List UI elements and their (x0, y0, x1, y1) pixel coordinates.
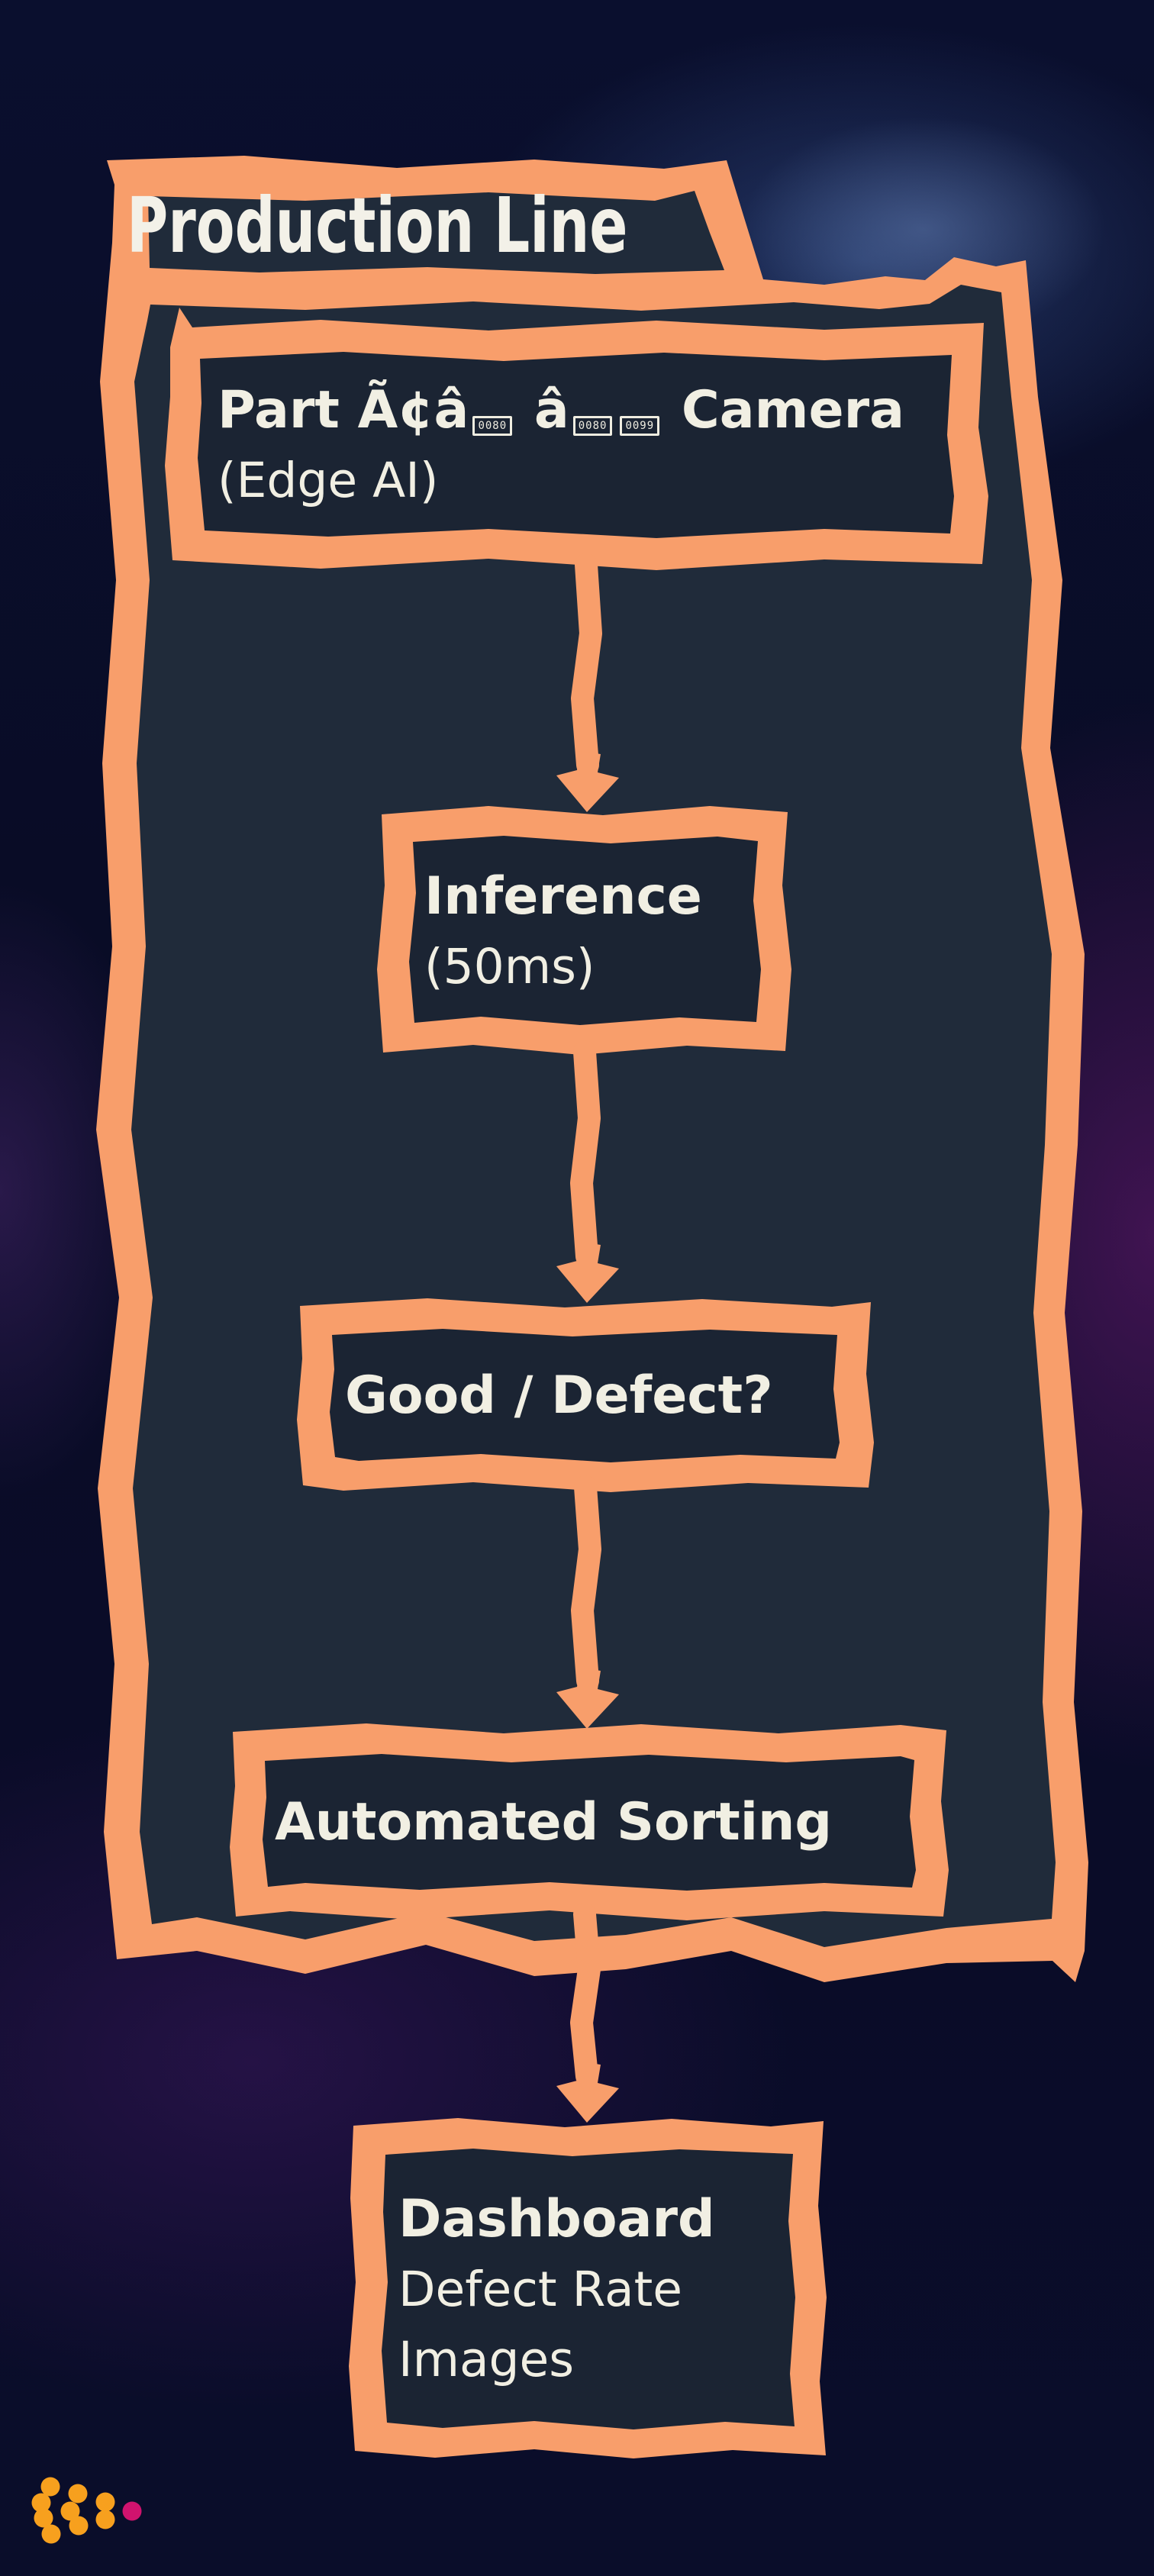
arrow-inference-to-decision (570, 1040, 601, 1268)
arrow-decision-to-sorting (571, 1475, 601, 1692)
node-decision (297, 1298, 874, 1492)
container-title-bar (148, 191, 724, 274)
logo-dot (68, 2484, 88, 2503)
logo-dot-pink (122, 2501, 142, 2521)
arrow-camera-to-inference (571, 553, 602, 776)
node-dashboard-line2: Defect Rate (398, 2262, 683, 2317)
node-decision-fill (330, 1329, 840, 1462)
node-camera-line2: (Edge AI) (218, 453, 439, 508)
tofu-glyph-icon: 0080 (572, 416, 613, 436)
tofu-glyph-icon: 0099 (620, 416, 660, 436)
node-inference-label: Inference (50ms) (424, 809, 702, 1055)
node-camera-fill (198, 352, 954, 538)
node-dashboard-line3: Images (398, 2332, 575, 2387)
node-dashboard-label: Dashboard Defect Rate Images (398, 2122, 715, 2458)
node-sorting-line1: Automated Sorting (275, 1792, 833, 1852)
arrowhead-icon (556, 2062, 619, 2123)
logo-dot (34, 2508, 53, 2528)
logo-dot (31, 2493, 51, 2513)
node-decision-line1: Good / Defect? (345, 1365, 773, 1426)
logo-dot (95, 2510, 115, 2529)
flow-arrows (556, 553, 619, 2123)
dotted-chevron-logo (31, 2477, 142, 2544)
node-sorting-label: Automated Sorting (275, 1727, 832, 1918)
logo-dot (41, 2524, 61, 2544)
logo-dot (95, 2492, 115, 2512)
node-camera (165, 308, 988, 570)
logo-dot (69, 2516, 89, 2536)
tofu-glyph-icon: 0080 (472, 416, 513, 436)
logo-dot (60, 2501, 80, 2521)
logo-dot (40, 2477, 60, 2497)
node-inference-fill (409, 836, 761, 1025)
node-dashboard-line1: Dashboard (398, 2189, 715, 2249)
arrow-sorting-to-dashboard (570, 1903, 601, 2088)
mojibake-text: Camera (663, 380, 905, 440)
node-inference (377, 806, 791, 1055)
node-inference-line2: (50ms) (424, 939, 595, 995)
node-decision-label: Good / Defect? (345, 1302, 773, 1490)
node-sorting-fill (263, 1754, 916, 1891)
node-sorting (230, 1723, 949, 1920)
subgraph-title: Production Line (127, 181, 628, 270)
node-dashboard-fill (382, 2149, 795, 2429)
node-dashboard (349, 2118, 827, 2458)
mojibake-text: Part Ã¢â (218, 380, 469, 440)
node-inference-line1: Inference (424, 866, 702, 927)
mojibake-text: â (516, 380, 569, 440)
